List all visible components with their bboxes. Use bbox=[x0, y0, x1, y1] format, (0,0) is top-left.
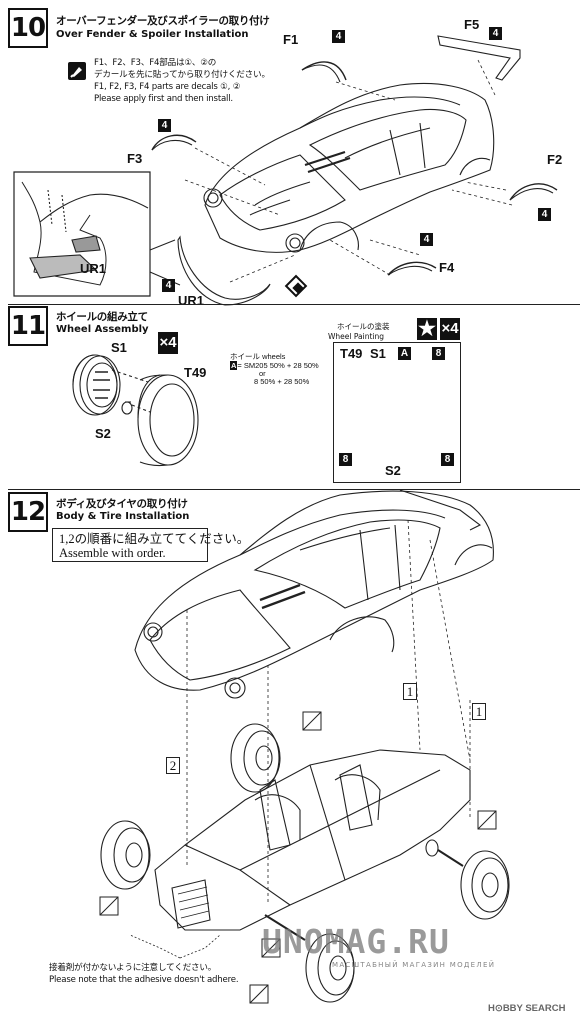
watermark-subtitle: МАСШТАБНЫЙ МАГАЗИН МОДЕЛЕЙ bbox=[332, 961, 496, 969]
hobby-search-logo: H⊙BBY SEARCH bbox=[488, 1003, 566, 1014]
decal-note-jp-2: デカールを先に貼ってから取り付けください。 bbox=[94, 70, 270, 80]
part-label-f3: F3 bbox=[127, 151, 143, 166]
paint-label-s1: S1 bbox=[370, 346, 386, 361]
assembly-order-en: Assemble with order. bbox=[59, 546, 166, 560]
quantity-x4-badge: ×4 bbox=[440, 318, 460, 340]
step-10-title-en: Over Fender & Spoiler Installation bbox=[56, 29, 249, 40]
section-divider bbox=[8, 304, 580, 305]
part-label-s1: S1 bbox=[111, 340, 127, 355]
star-icon: ★ bbox=[417, 318, 437, 340]
paint-mix-or: or bbox=[259, 369, 266, 378]
step-number-10: 10 bbox=[8, 8, 48, 48]
adhesive-note-en: Please note that the adhesive doesn't ad… bbox=[49, 975, 239, 985]
part-label-t49: T49 bbox=[184, 365, 207, 380]
sequence-box-1: 1 bbox=[472, 703, 486, 720]
adhesive-note-jp: 接着剤が付かないように注意してください。 bbox=[49, 963, 217, 973]
badge-4: 4 bbox=[162, 279, 175, 292]
paint-label-s2: S2 bbox=[385, 463, 401, 478]
part-label-f5: F5 bbox=[464, 17, 480, 32]
sequence-box-1: 1 bbox=[403, 683, 417, 700]
wheel-painting-box bbox=[333, 342, 461, 483]
quantity-x4-badge: ×4 bbox=[158, 332, 178, 354]
step-11-title-jp: ホイールの組み立て bbox=[56, 311, 148, 323]
paint-label-t49: T49 bbox=[340, 346, 363, 361]
badge-4: 4 bbox=[420, 233, 433, 246]
paint-mix-line-2: 8 50% + 28 50% bbox=[254, 377, 310, 386]
step-12-title-jp: ボディ及びタイヤの取り付け bbox=[56, 498, 188, 510]
part-label-f2: F2 bbox=[547, 152, 563, 167]
paint-badge-a: A bbox=[398, 347, 411, 360]
badge-4: 4 bbox=[489, 27, 502, 40]
paint-mix-title: ホイール wheels bbox=[230, 352, 286, 361]
badge-4: 4 bbox=[158, 119, 171, 132]
part-label-f1: F1 bbox=[283, 32, 299, 47]
color-code-a: A bbox=[230, 361, 238, 370]
decal-note-en-2: Please apply first and then install. bbox=[94, 94, 233, 104]
paint-title-jp: ホイールの塗装 bbox=[337, 322, 390, 331]
sequence-box-2: 2 bbox=[166, 757, 180, 774]
badge-4: 4 bbox=[332, 30, 345, 43]
watermark-logo: UNOMAG.RU bbox=[262, 922, 450, 961]
paint-mix-formula-1: = SM205 50% + 28 50% bbox=[237, 361, 319, 370]
brush-icon bbox=[68, 62, 86, 80]
part-label-f4: F4 bbox=[439, 260, 455, 275]
paint-title-en: Wheel Painting bbox=[328, 332, 385, 341]
step-number-12: 12 bbox=[8, 492, 48, 532]
paint-badge-8: 8 bbox=[441, 453, 454, 466]
badge-4: 4 bbox=[538, 208, 551, 221]
step-10-title-jp: オーバーフェンダー及びスポイラーの取り付け bbox=[56, 15, 270, 27]
step-number-11: 11 bbox=[8, 306, 48, 346]
paint-mix-line-1: A= SM205 50% + 28 50% bbox=[230, 361, 319, 370]
decal-note-jp-1: F1、F2、F3、F4部品は①、②の bbox=[94, 58, 217, 68]
paint-badge-8: 8 bbox=[432, 347, 445, 360]
section-divider bbox=[8, 489, 580, 490]
part-label-ur1-inset: UR1 bbox=[80, 261, 107, 276]
part-label-s2: S2 bbox=[95, 426, 111, 441]
paint-badge-8: 8 bbox=[339, 453, 352, 466]
step-12-title-en: Body & Tire Installation bbox=[56, 511, 190, 522]
step-10-illustration bbox=[13, 35, 558, 306]
decal-note-en-1: F1, F2, F3, F4 parts are decals ①, ② bbox=[94, 82, 241, 92]
step-11-title-en: Wheel Assembly bbox=[56, 324, 149, 335]
assembly-order-note: 1,2の順番に組み立ててください。 Assemble with order. bbox=[52, 528, 249, 562]
